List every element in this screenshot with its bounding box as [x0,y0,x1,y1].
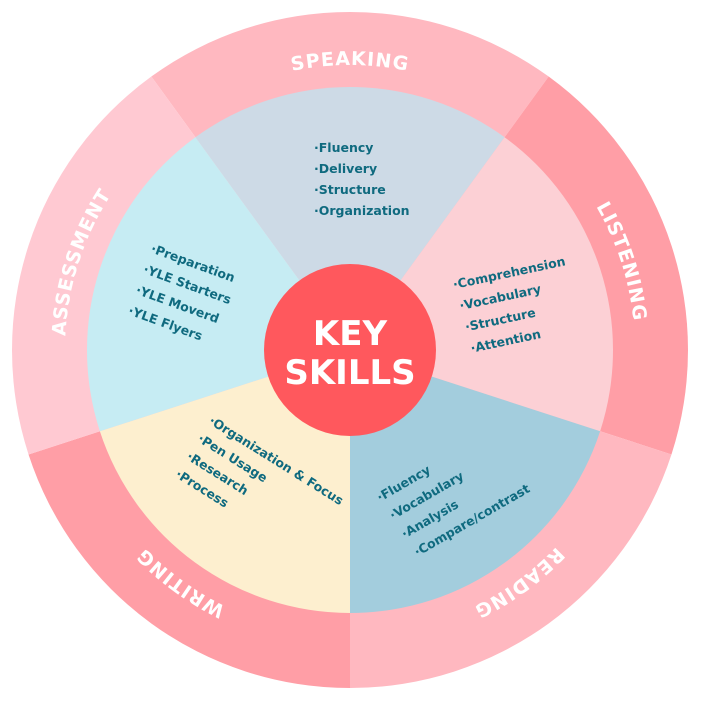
center-circle [264,264,436,436]
list-item: ·Structure [314,182,386,197]
list-item: ·Delivery [314,161,377,176]
segment-speaking [195,87,505,351]
center-title-line1: KEY [313,314,388,354]
segment-writing [99,350,351,613]
list-item: ·Fluency [314,140,373,155]
segment-reading [350,350,601,613]
speaking-items: ·Fluency ·Delivery ·Structure ·Organizat… [314,140,410,218]
center-title-line2: SKILLS [284,353,415,393]
list-item: ·Organization [314,203,410,218]
